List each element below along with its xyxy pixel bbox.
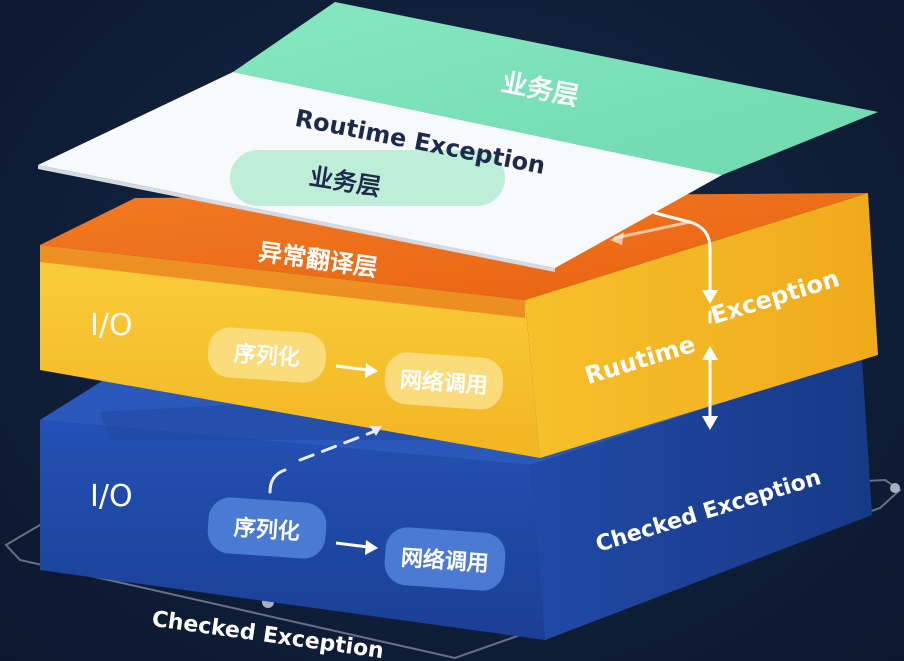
- base-corner-node-icon: [890, 483, 900, 493]
- business-inner-pill: [230, 150, 505, 206]
- translation-io-label: I/O: [90, 308, 133, 343]
- io-step-2: 网络调用: [400, 545, 490, 577]
- translation-steps: [207, 327, 504, 410]
- translation-step-1: 序列化: [233, 341, 301, 372]
- runtime-flow-arrow: [610, 211, 718, 430]
- arrow-right-icon: [335, 363, 378, 378]
- translation-step-2: 网络调用: [399, 367, 489, 399]
- io-step-1: 序列化: [233, 515, 301, 546]
- business-layer-sheet: [38, 2, 878, 272]
- io-steps: [207, 497, 506, 591]
- upward-dashed-arrow: [268, 426, 382, 494]
- io-layer-io-label: I/O: [90, 479, 133, 514]
- arrow-right-icon: [335, 540, 378, 555]
